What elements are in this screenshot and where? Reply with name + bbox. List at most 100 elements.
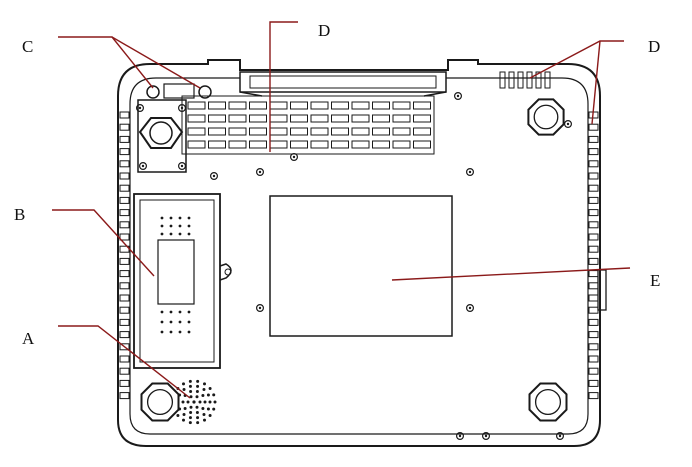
small-vent-slot (508, 71, 515, 89)
side-vent-slot (119, 196, 130, 204)
screw-center (180, 106, 184, 110)
battery-dot (169, 320, 173, 324)
speaker-dot (196, 421, 200, 425)
screw (555, 432, 564, 441)
component-c-right (198, 85, 212, 99)
speaker-dot (196, 384, 200, 388)
side-vent-slot (588, 135, 599, 143)
callout-a: A (22, 329, 35, 348)
screw (466, 168, 475, 177)
right-side-vents (588, 111, 599, 400)
side-vent-slot (588, 221, 599, 229)
side-vent-slot (119, 282, 130, 290)
top-right-vent-slots (499, 71, 551, 89)
vent-slot (413, 101, 431, 110)
screw (178, 162, 187, 171)
leader-d-right (529, 40, 624, 79)
side-vent-slot (588, 318, 599, 326)
leader-e (391, 267, 631, 281)
screw (482, 432, 491, 441)
speaker-dot (183, 406, 187, 410)
side-vent-slot (119, 111, 130, 119)
vent-slot (310, 140, 329, 149)
side-vent-slot (588, 257, 599, 265)
screw (290, 153, 299, 162)
side-vent-slot (588, 148, 599, 156)
battery-dot (160, 216, 164, 220)
callout-d-top: D (318, 21, 331, 40)
vent-slot (269, 127, 288, 136)
top-connector (239, 71, 447, 93)
battery-dot (169, 216, 173, 220)
side-vent-slot (588, 184, 599, 192)
speaker-dot (202, 387, 206, 391)
side-vent-slot (119, 160, 130, 168)
vent-slot (187, 140, 206, 149)
device-outer-shell (117, 59, 601, 447)
vent-slot (392, 140, 411, 149)
speaker-dot (195, 390, 199, 394)
screw-center (258, 170, 262, 174)
side-vent-slot (588, 270, 599, 278)
side-vent-slot (588, 196, 599, 204)
speaker-dot (203, 382, 206, 386)
vent-slot (187, 101, 206, 110)
rubber-foot-inner (534, 388, 562, 416)
leader-d-top (269, 21, 298, 152)
side-vent-slot (119, 135, 130, 143)
side-vent-slot (119, 221, 130, 229)
side-vent-slot (119, 270, 130, 278)
side-vent-slot (119, 257, 130, 265)
battery-dot (178, 216, 182, 220)
rubber-foot-inner (146, 388, 174, 416)
vent-slot (310, 101, 329, 110)
side-vent-slot (588, 379, 599, 387)
side-vent-slot (588, 209, 599, 217)
vent-slot (351, 101, 370, 110)
battery-dot (160, 320, 164, 324)
battery-compartment-inner (139, 199, 215, 363)
small-vent-slot (526, 71, 533, 89)
vent-slot (228, 140, 247, 149)
battery-dot (160, 224, 164, 228)
battery-dot (178, 232, 182, 236)
screw-center (180, 164, 184, 168)
side-vent-slot (588, 282, 599, 290)
small-vent-slot (544, 71, 551, 89)
rubber-foot-inner (533, 104, 559, 130)
vent-slot (331, 140, 349, 149)
speaker-dot (198, 400, 202, 404)
component-c-left (146, 85, 160, 99)
battery-dot (160, 232, 164, 236)
battery-dot (178, 330, 182, 334)
battery-dot (160, 310, 164, 314)
battery-dot (169, 224, 173, 228)
leader-b (52, 209, 155, 277)
leader-c (58, 36, 154, 89)
speaker-dot (182, 418, 185, 422)
vent-slot (372, 140, 390, 149)
vent-slot (413, 140, 431, 149)
vent-slot (331, 114, 349, 123)
speaker-dot (196, 379, 200, 383)
rubber-foot (140, 382, 180, 422)
screw-center (484, 434, 488, 438)
component-c-switch (163, 83, 195, 99)
vent-slot (392, 114, 411, 123)
battery-dot (187, 310, 191, 314)
speaker-dot (189, 390, 193, 394)
side-vent-slot (588, 233, 599, 241)
vent-slot (290, 140, 308, 149)
speaker-dot (176, 413, 180, 417)
battery-dot (178, 320, 182, 324)
vent-slot (372, 101, 390, 110)
side-vent-slot (119, 148, 130, 156)
vent-slot (392, 101, 411, 110)
side-vent-slot (119, 294, 130, 302)
speaker-dot (195, 395, 199, 399)
screw (256, 168, 265, 177)
vent-slot (208, 127, 226, 136)
battery-dot (187, 216, 191, 220)
speaker-dot (189, 410, 193, 414)
